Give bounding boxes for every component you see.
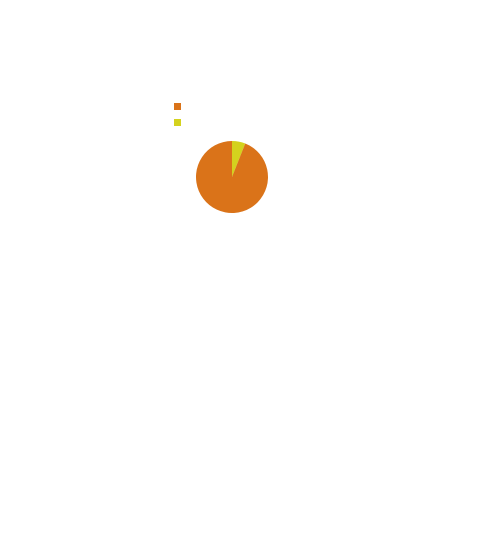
legend <box>174 103 181 126</box>
pie-slice-1 <box>232 141 246 177</box>
legend-swatch-0 <box>174 103 181 110</box>
legend-swatch-1 <box>174 119 181 126</box>
pie-slice-0 <box>196 141 269 214</box>
pie-slices <box>196 141 269 214</box>
